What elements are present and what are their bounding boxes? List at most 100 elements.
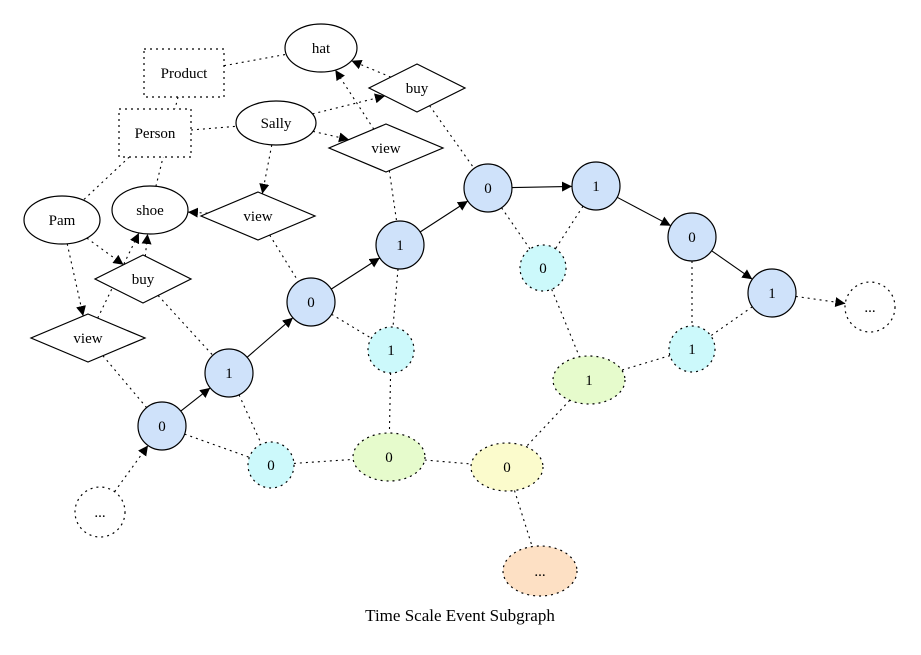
edge-sally-to-view-mid [259,144,273,194]
node-b0-fourth-label: 0 [688,230,696,246]
node-hat-label: hat [312,41,331,57]
node-ellipsis-r: ... [844,281,896,333]
edge-g1-to-y0 [525,399,571,448]
node-view-left-label: view [73,331,102,347]
node-y0-shape [470,442,544,492]
node-c0-mid: 0 [519,244,567,292]
edge-person-to-pam [82,156,130,201]
edge-b0-third-to-b1-third [511,181,573,192]
edge-c0-mid-to-g1 [551,289,581,358]
node-b1-fourth-label: 1 [768,286,776,302]
edge-b1-third-to-c0-mid [555,205,584,249]
node-b1-first: 1 [204,348,254,398]
node-view-mid-shape [199,191,317,241]
node-b1-first-label: 1 [225,366,233,382]
node-ellipsis-bl: ... [74,486,126,538]
edge-pam-to-view-left [66,243,86,317]
edge-buy-top-to-hat [351,59,392,78]
node-view-left-shape [29,313,147,363]
node-buy-top: buy [367,63,467,113]
node-c1-right-label: 1 [688,342,696,358]
edge-view-left-to-shoe [97,232,140,319]
node-b0-fourth-shape [667,212,717,262]
node-b1-second-shape [375,220,425,270]
edge-ellipsis-bl-to-b0-first [114,445,149,493]
node-ellipsis-bot-label: ... [534,564,545,580]
node-b0-second: 0 [286,277,336,327]
node-b0-first-shape [137,401,187,451]
node-b1-fourth: 1 [747,268,797,318]
node-c0-left-label: 0 [267,458,275,474]
edge-b0-second-to-b1-second [330,257,381,290]
node-product-shape [143,48,225,98]
edge-b1-second-to-c1-mid [392,268,399,328]
node-hat: hat [284,23,358,73]
node-b0-fourth: 0 [667,212,717,262]
node-product-label: Product [161,66,208,82]
node-view-top-label: view [371,141,400,157]
edge-b1-second-to-b0-third [419,200,469,233]
node-g1-label: 1 [585,373,593,389]
edges [66,53,846,547]
node-pam: Pam [23,195,101,245]
node-person: Person [118,108,192,158]
edge-sally-to-view-top [312,130,350,143]
edge-b1-third-to-b0-fourth [616,196,672,227]
edge-person-to-sally [190,125,237,131]
edge-b0-first-to-c0-left [184,433,250,458]
edge-view-top-to-b1-second [388,170,398,222]
node-c1-right: 1 [668,325,716,373]
node-b1-second: 1 [375,220,425,270]
node-sally-shape [235,100,317,146]
node-b1-fourth-shape [747,268,797,318]
node-view-top: view [327,123,445,173]
node-c0-mid-label: 0 [539,261,547,277]
node-person-label: Person [135,126,176,142]
node-person-shape [118,108,192,158]
node-view-left: view [29,313,147,363]
node-hat-shape [284,23,358,73]
node-g1-shape [552,355,626,405]
node-g0-shape [352,432,426,482]
edge-b0-second-to-c1-mid [331,313,372,339]
node-b1-second-label: 1 [396,238,404,254]
edge-pam-to-buy-left [86,237,124,266]
node-y0-label: 0 [503,460,511,476]
node-pam-label: Pam [49,213,76,229]
node-sally-label: Sally [261,116,292,132]
nodes: ProductPersonhatSallyshoePambuyviewviewb… [23,23,896,597]
edge-b1-fourth-to-c1-right [710,306,753,337]
node-ellipsis-bot: ... [502,545,578,597]
node-view-mid-label: view [243,209,272,225]
node-view-top-shape [327,123,445,173]
node-shoe-shape [111,185,189,235]
edge-g0-to-y0 [424,459,472,465]
node-b0-first: 0 [137,401,187,451]
node-c1-mid: 1 [367,326,415,374]
node-ellipsis-r-label: ... [864,300,875,316]
node-ellipsis-bl-label: ... [94,505,105,521]
node-sally: Sally [235,100,317,146]
edge-view-mid-to-b0-second [269,234,299,282]
node-g0-label: 0 [385,450,393,466]
edge-b1-first-to-c0-left [238,394,262,445]
edge-b1-first-to-b0-second [246,317,294,358]
node-b1-third-label: 1 [592,179,600,195]
node-buy-top-label: buy [406,81,429,97]
edge-buy-top-to-b0-third [429,105,475,169]
node-buy-left-label: buy [132,272,155,288]
edge-b0-third-to-c0-mid [501,207,531,250]
node-y0: 0 [470,442,544,492]
node-g0: 0 [352,432,426,482]
node-buy-left-shape [93,254,193,304]
edge-view-top-to-hat [334,69,375,130]
node-view-mid: view [199,191,317,241]
node-b0-second-shape [286,277,336,327]
node-c1-mid-label: 1 [387,343,395,359]
node-pam-shape [23,195,101,245]
node-buy-left: buy [93,254,193,304]
node-b1-first-shape [204,348,254,398]
node-b0-second-label: 0 [307,295,315,311]
edge-b0-fourth-to-b1-fourth [711,250,753,280]
